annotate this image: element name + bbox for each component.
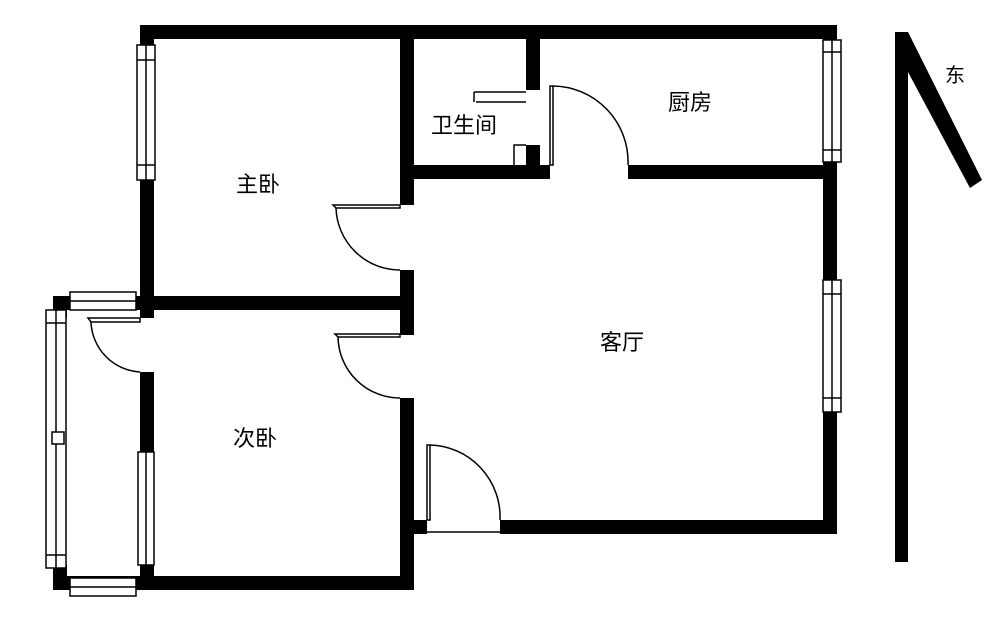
- wall-second-door-lower: [400, 398, 414, 588]
- wall-bath-bottom: [400, 165, 550, 179]
- compass-arrow-icon: [895, 32, 982, 562]
- room-label-living-room: 客厅: [600, 331, 644, 356]
- room-label-bathroom: 卫生间: [431, 114, 497, 139]
- wall-master-second: [140, 296, 414, 310]
- door-bathroom: [473, 91, 526, 165]
- window-balcony-top: [69, 291, 137, 311]
- wall-top: [140, 25, 837, 39]
- window-balcony-left: [45, 309, 67, 569]
- window-kitchen-right: [822, 39, 842, 163]
- wall-bottom-living: [500, 520, 837, 534]
- door-second: [333, 333, 401, 399]
- wall-left-master-lower: [140, 180, 154, 310]
- compass-direction-label: 东: [945, 63, 965, 87]
- door-master: [331, 204, 401, 271]
- wall-second-left-inner-lower: [140, 372, 154, 452]
- wall-bath-kitchen-upper: [526, 25, 540, 90]
- wall-master-bath: [400, 25, 414, 205]
- wall-left-master-upper: [140, 25, 154, 45]
- wall-right-kitchen-lower: [823, 160, 837, 285]
- wall-kitchen-bottom: [628, 165, 837, 179]
- room-label-second-bedroom: 次卧: [233, 427, 277, 452]
- door-entrance: [426, 444, 501, 533]
- wall-bath-kitchen-lower: [526, 145, 540, 179]
- door-balcony: [86, 317, 141, 373]
- wall-right-living-lower: [823, 410, 837, 534]
- windows: [45, 39, 842, 597]
- walls: [53, 25, 837, 590]
- window-balcony-bottom: [69, 577, 137, 597]
- wall-second-bottom: [140, 576, 414, 590]
- wall-balcony-left-bottom: [53, 565, 67, 590]
- window-second-bedroom-left: [137, 451, 155, 566]
- room-label-master-bedroom: 主卧: [236, 173, 280, 198]
- room-label-kitchen: 厨房: [668, 91, 712, 116]
- window-master-left: [136, 44, 156, 181]
- door-kitchen: [549, 85, 629, 166]
- window-living-right: [822, 279, 842, 413]
- doors: [86, 85, 629, 533]
